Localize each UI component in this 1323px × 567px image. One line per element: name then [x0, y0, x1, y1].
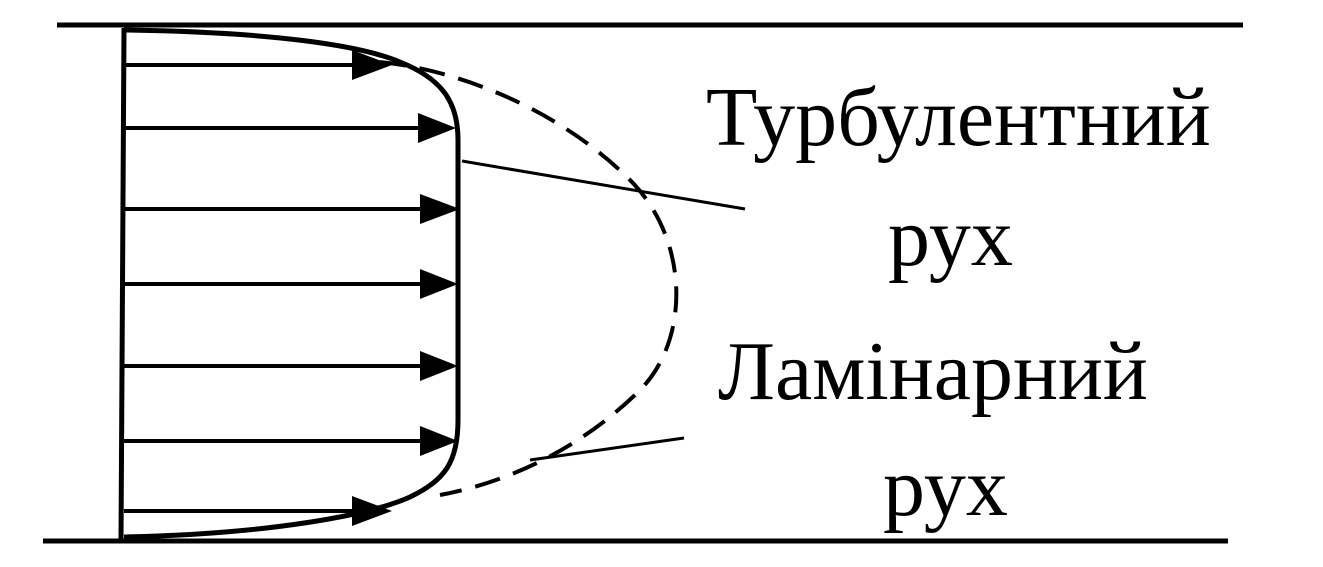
turbulent-profile-curve — [123, 27, 461, 540]
velocity-arrowhead — [420, 269, 458, 299]
turbulent-leader-line — [461, 159, 746, 211]
velocity-arrowhead — [418, 113, 456, 143]
laminar-flow-label-line2: рух — [883, 441, 1008, 534]
velocity-arrows — [124, 50, 460, 526]
laminar-flow-label-line1: Ламінарний — [718, 325, 1148, 418]
velocity-arrowhead — [420, 426, 458, 456]
laminar-profile-curve — [379, 60, 679, 497]
velocity-arrowhead — [420, 351, 458, 381]
laminar-leader-line — [529, 436, 685, 462]
inlet-section-line — [118, 27, 127, 541]
turbulent-flow-label-line2: рух — [888, 191, 1013, 284]
velocity-arrowhead — [420, 194, 460, 224]
turbulent-flow-label-line1: Турбулентний — [706, 71, 1211, 164]
velocity-arrowhead — [352, 50, 392, 80]
